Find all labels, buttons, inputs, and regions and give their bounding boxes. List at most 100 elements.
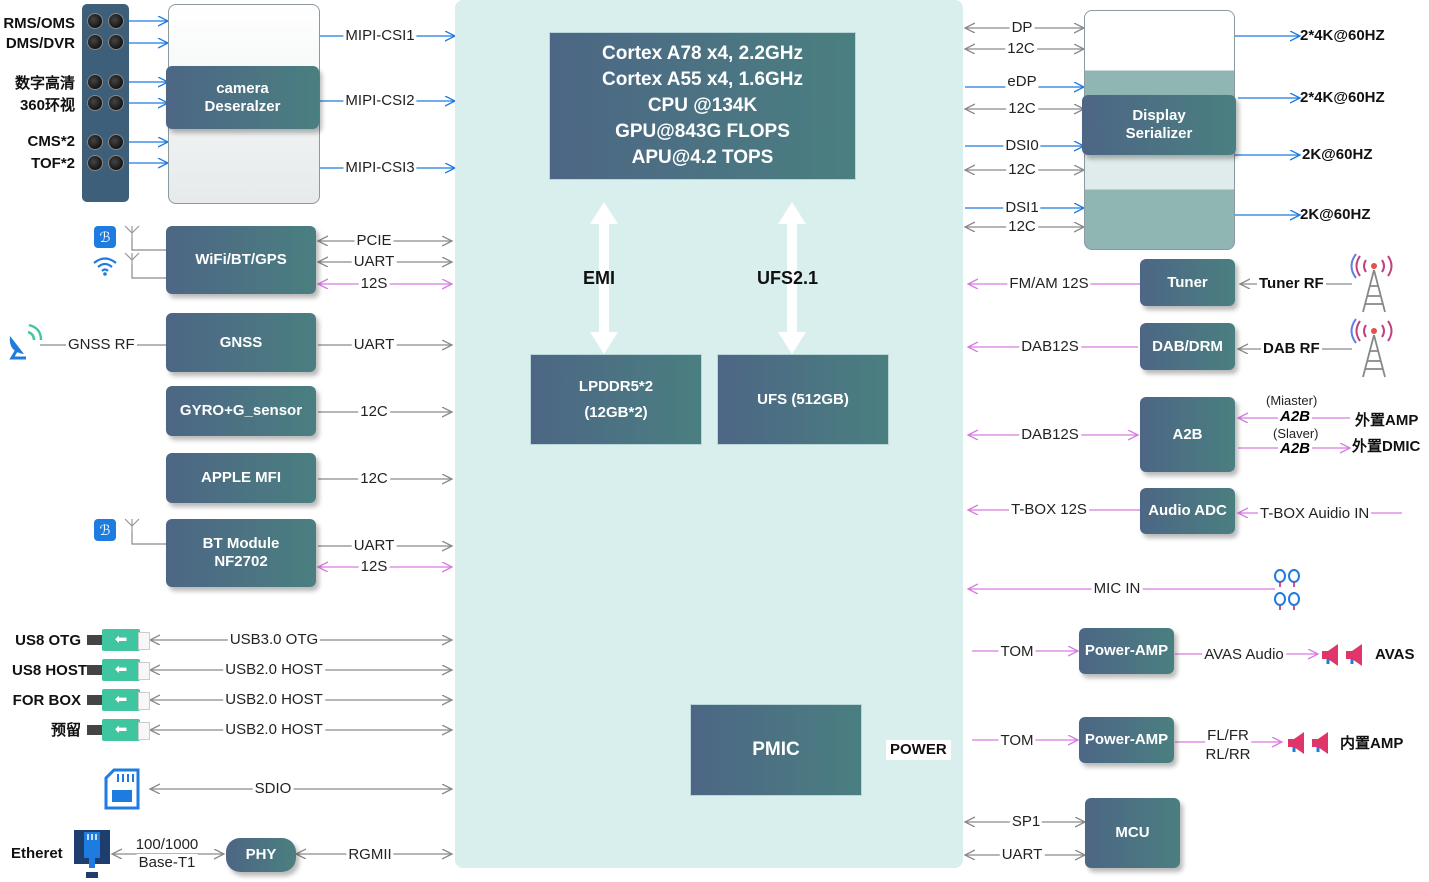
pa2-out-label-2: RL/RR: [1203, 746, 1253, 763]
sd-card-icon: [104, 768, 140, 810]
dab-link-label: DAB12S: [1019, 338, 1081, 355]
usb2-host-label-2: USB2.0 HOST: [223, 691, 325, 708]
lpddr-block[interactable]: LPDDR5*2 (12GB*2): [530, 354, 702, 445]
bt-module[interactable]: BT Module NF2702: [166, 519, 316, 587]
pmic-block[interactable]: PMIC: [690, 704, 862, 796]
usb-plug-icon: ⬅: [102, 689, 140, 711]
bt-12s-label: 12S: [358, 558, 390, 575]
gnss-uart-label: UART: [351, 336, 397, 353]
adc-link-label: T-BOX 12S: [1009, 501, 1089, 518]
display-output-3: 2K@60HZ: [1302, 146, 1373, 163]
usb-tip-icon: [138, 632, 150, 650]
usb-plug-icon: ⬅: [102, 719, 140, 741]
camera-label-cms: CMS*2: [27, 133, 75, 150]
camera-lens-icon: [108, 74, 124, 90]
usb-tip-icon: [138, 662, 150, 680]
wifi-12s-label: 12S: [358, 275, 390, 292]
dsi0-label: DSI0: [1003, 137, 1041, 154]
gnss-module[interactable]: GNSS: [166, 313, 316, 372]
camera-deserializer[interactable]: camera Deseralzer: [166, 66, 319, 129]
ethernet-speed-label-2: Base-T1: [136, 854, 198, 871]
cpu-line-4: GPU@843G FLOPS: [615, 121, 790, 142]
radio-tower-icon: [1350, 318, 1393, 378]
camera-label-360: 360环视: [19, 97, 75, 114]
camera-lens-icon: [108, 34, 124, 50]
pa2-out-label-1: FL/FR: [1205, 727, 1251, 744]
phy-module[interactable]: PHY: [226, 838, 296, 872]
ethernet-speed-label-1: 100/1000: [133, 836, 201, 853]
cpu-line-5: APU@4.2 TOPS: [631, 147, 774, 168]
usb-cable-icon: [87, 665, 105, 675]
usb2-host-label-3: USB2.0 HOST: [223, 721, 325, 738]
camera-lens-icon: [87, 74, 103, 90]
rgmii-label: RGMII: [346, 846, 394, 863]
cpu-line-3: CPU @134K: [647, 95, 758, 116]
gyro-sensor-module[interactable]: GYRO+G_sensor: [166, 386, 316, 436]
bt-uart-label: UART: [351, 537, 397, 554]
camera-label-dms: DMS/DVR: [5, 35, 75, 52]
pcie-label: PCIE: [354, 232, 394, 249]
mcu-uart-label: UART: [999, 846, 1045, 863]
sdio-label: SDIO: [252, 780, 294, 797]
antenna-icon: [124, 225, 140, 241]
wifi-icon: [93, 257, 117, 276]
camera-label-tof: TOF*2: [31, 155, 75, 172]
tuner-module[interactable]: Tuner: [1140, 259, 1235, 306]
mcu-module[interactable]: MCU: [1085, 798, 1180, 868]
usb-tip-icon: [138, 692, 150, 710]
display-output-1: 2*4K@60HZ: [1300, 27, 1385, 44]
bluetooth-icon: ℬ: [94, 226, 116, 248]
audio-adc-module[interactable]: Audio ADC: [1140, 488, 1235, 534]
apple-mfi-module[interactable]: APPLE MFI: [166, 453, 316, 503]
bt-module-line-2: NF2702: [214, 553, 268, 570]
cpu-line-2: Cortex A55 x4, 1.6GHz: [602, 69, 803, 90]
a2b-link-label: DAB12S: [1019, 426, 1081, 443]
avas-label: AVAS: [1375, 646, 1415, 663]
power-amp-avas[interactable]: Power-AMP: [1079, 628, 1174, 674]
camera-label-hd: 数字高清: [14, 75, 75, 92]
camera-lens-icon: [87, 155, 103, 171]
dab-drm-module[interactable]: DAB/DRM: [1140, 323, 1235, 370]
usb-plug-icon: ⬅: [102, 629, 140, 651]
mipi-csi3-label: MIPI-CSI3: [343, 159, 417, 176]
ethernet-port-icon: [74, 830, 110, 878]
a2b-module[interactable]: A2B: [1140, 397, 1235, 472]
camera-lens-icon: [108, 95, 124, 111]
display-output-2: 2*4K@60HZ: [1300, 89, 1385, 106]
camera-label-rms: RMS/OMS: [3, 15, 75, 32]
ethernet-label: Etheret: [11, 845, 63, 862]
antenna-icon: [124, 518, 140, 534]
adc-input-label: T-BOX Auidio IN: [1258, 505, 1372, 522]
cpu-block[interactable]: Cortex A78 x4, 2.2GHz Cortex A55 x4, 1.6…: [549, 32, 856, 180]
antenna-icon: [124, 252, 140, 268]
usb-cable-icon: [87, 635, 105, 645]
gyro-12c-label: 12C: [358, 403, 390, 420]
tuner-rf-label: Tuner RF: [1257, 275, 1326, 293]
speaker-icon: [1322, 644, 1362, 666]
mfi-12c-label: 12C: [358, 470, 390, 487]
camera-lens-icon: [108, 134, 124, 150]
a2b-slave-label: (Slaver): [1273, 426, 1319, 441]
radio-tower-icon: [1350, 253, 1393, 313]
satellite-dish-icon: [9, 323, 43, 360]
serializer-line-2: Serializer: [1125, 125, 1193, 142]
lpddr-line-2: (12GB*2): [584, 403, 648, 421]
usb-cable-icon: [87, 695, 105, 705]
mcu-sp1-label: SP1: [1009, 813, 1043, 830]
mipi-csi1-label: MIPI-CSI1: [343, 27, 417, 44]
a2b-slave-tag: A2B: [1278, 440, 1313, 457]
ufs-block[interactable]: UFS (512GB): [717, 354, 889, 445]
gnss-rf-label: GNSS RF: [66, 336, 137, 353]
wifi-uart-label: UART: [351, 253, 397, 270]
usb-label-otg: US8 OTG: [15, 632, 81, 649]
pa1-tom-label: TOM: [998, 643, 1036, 660]
display-serializer[interactable]: Display Serializer: [1082, 95, 1236, 155]
power-amp-internal[interactable]: Power-AMP: [1079, 717, 1174, 763]
camera-module-strip: [82, 4, 129, 202]
internal-amp-label: 内置AMP: [1340, 735, 1404, 752]
dp-label: DP: [1009, 19, 1035, 36]
wifi-bt-gps-module[interactable]: WiFi/BT/GPS: [166, 226, 316, 294]
ext-dmic-label: 外置DMIC: [1352, 438, 1421, 455]
ext-amp-label: 外置AMP: [1355, 412, 1419, 429]
tuner-link-label: FM/AM 12S: [1007, 275, 1091, 292]
